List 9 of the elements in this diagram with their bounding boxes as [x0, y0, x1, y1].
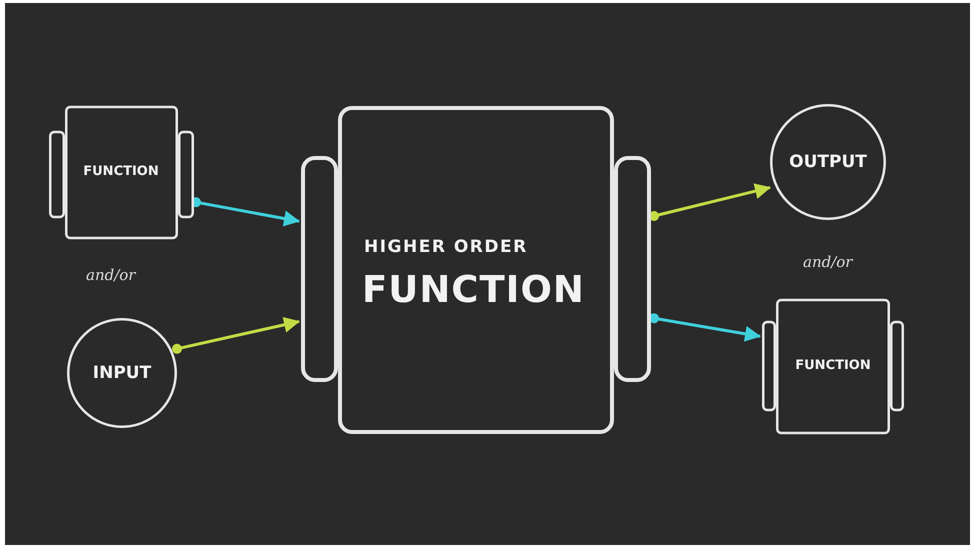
- circle-node: [770, 104, 886, 220]
- arrow: [649, 183, 771, 221]
- node-title: OUTPUT: [789, 154, 867, 170]
- arrow: [172, 316, 300, 354]
- circle-node: [67, 318, 177, 428]
- connector-note: and/or: [803, 253, 852, 271]
- arrow: [649, 313, 761, 342]
- node-title: INPUT: [92, 364, 152, 382]
- connector-note: and/or: [86, 266, 136, 284]
